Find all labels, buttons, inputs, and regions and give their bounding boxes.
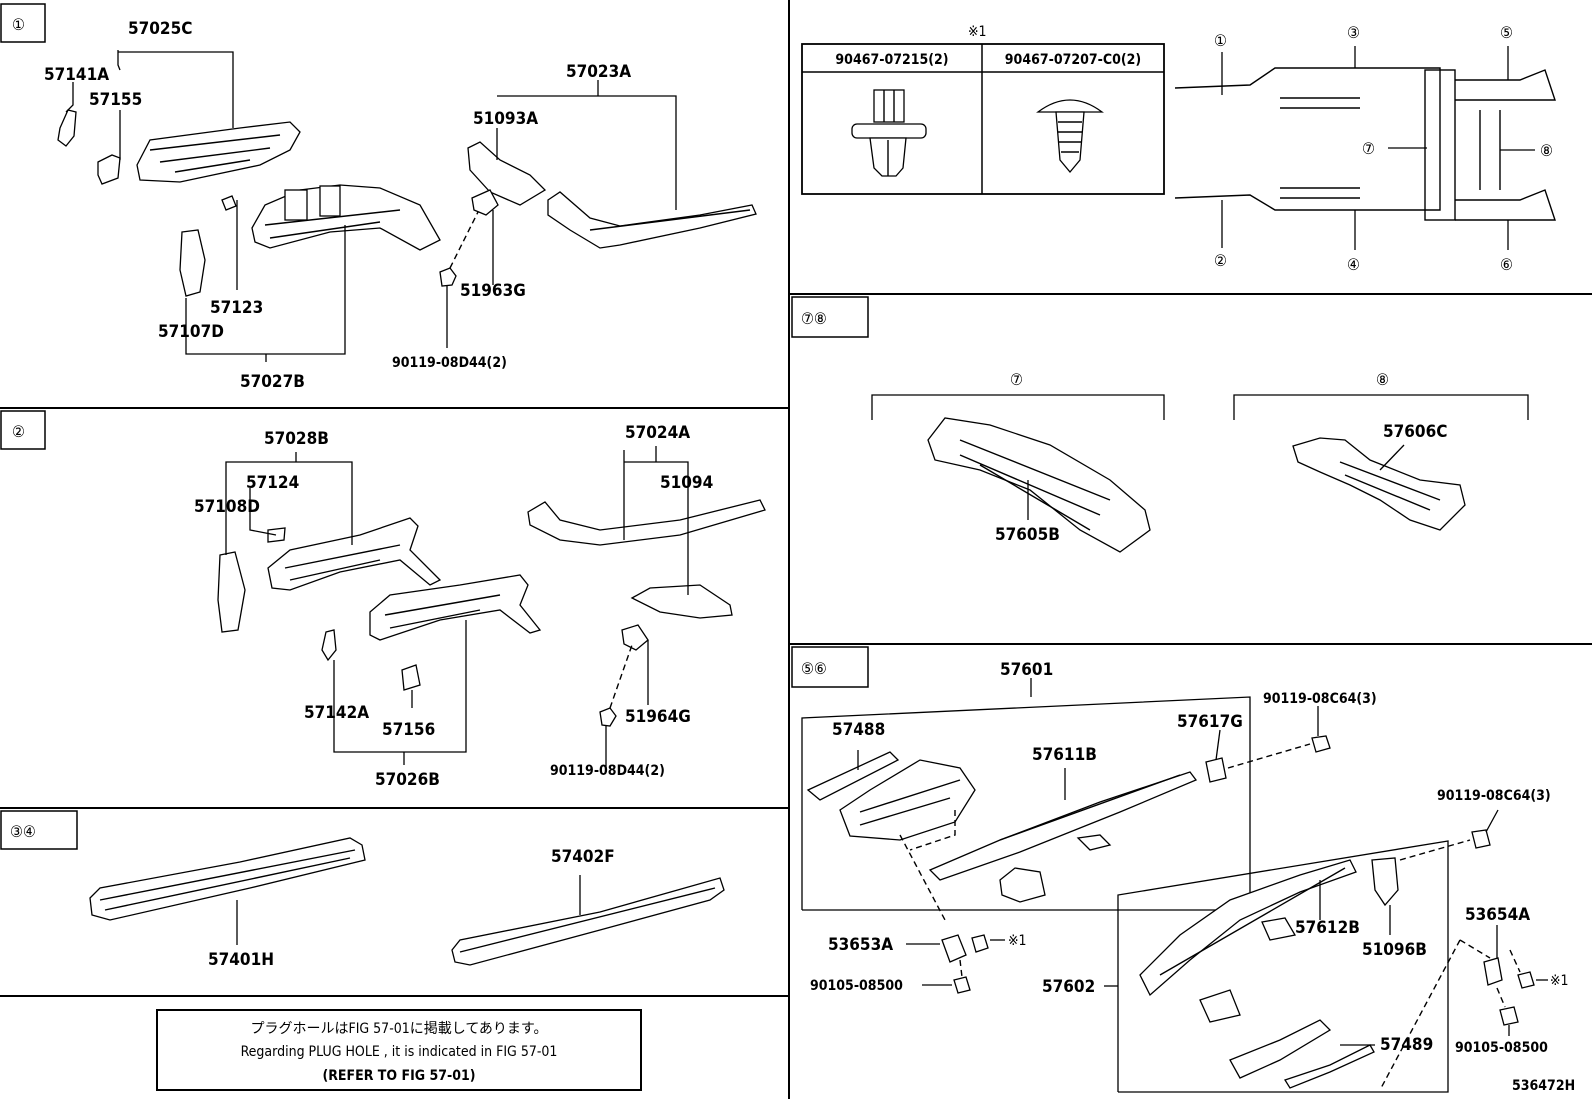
notice-box: プラグホールはFIG 57-01に掲載してあります。 Regarding PLU…: [156, 1009, 642, 1091]
label-57401H: 57401H: [208, 950, 274, 970]
overview-frame: ① ② ③ ④ ⑤ ⑥ ⑦ ⑧: [1174, 23, 1556, 274]
part-57026b-drawing: [369, 574, 542, 641]
label-57606C: 57606C: [1383, 422, 1447, 442]
clip-90467-07215-icon: [851, 89, 927, 177]
svg-text:②: ②: [1214, 251, 1227, 270]
section-78-parts: ⑦ ⑧ 57605B 57606C: [871, 370, 1529, 553]
fastener-note: ※1: [968, 24, 987, 40]
label-90119-08C64-a: 90119-08C64(3): [1263, 691, 1377, 707]
part-51093a-drawing: [467, 141, 547, 206]
label-90119-08C64-b: 90119-08C64(3): [1437, 788, 1551, 804]
svg-text:①: ①: [12, 15, 25, 34]
fastener-col1: 90467-07215(2): [835, 52, 948, 68]
notice-ref: (REFER TO FIG 57-01): [322, 1068, 475, 1084]
fastener-col2: 90467-07207-C0(2): [1005, 52, 1141, 68]
label-57602: 57602: [1042, 977, 1095, 997]
label-57142A: 57142A: [304, 703, 369, 723]
label-57123: 57123: [210, 298, 263, 318]
callout-x1-a: ※1: [1008, 933, 1027, 949]
figure-id: 536472H: [1512, 1078, 1575, 1094]
label-51093A: 51093A: [473, 109, 538, 129]
label-57617G: 57617G: [1177, 712, 1243, 732]
notice-en: Regarding PLUG HOLE , it is indicated in…: [241, 1044, 558, 1060]
part-57141a-drawing: [57, 109, 77, 147]
part-57611b-part1: [839, 759, 976, 841]
part-57155-drawing: [97, 154, 121, 185]
label-57402F: 57402F: [551, 847, 615, 867]
label-57124: 57124: [246, 473, 299, 493]
label-90105-08500-b: 90105-08500: [1455, 1040, 1548, 1056]
label-57156: 57156: [382, 720, 435, 740]
label-90119-08D44-b: 90119-08D44(2): [550, 763, 665, 779]
svg-text:⑦⑧: ⑦⑧: [801, 309, 827, 328]
label-90105-08500-a: 90105-08500: [810, 978, 903, 994]
label-57028B: 57028B: [264, 429, 329, 449]
label-57027B: 57027B: [240, 372, 305, 392]
part-57024a-drawing: [527, 499, 766, 546]
part-57401h-drawing: [89, 837, 366, 921]
svg-text:⑥: ⑥: [1500, 255, 1513, 274]
section-34-parts: 57401H 57402F: [89, 837, 725, 970]
svg-text:⑦: ⑦: [1362, 139, 1375, 158]
svg-text:⑧: ⑧: [1376, 370, 1389, 389]
part-51096b-drawing: [1371, 857, 1399, 907]
label-57108D: 57108D: [194, 497, 260, 517]
part-57617g-drawing: [1205, 757, 1227, 783]
svg-text:③④: ③④: [10, 822, 36, 841]
clip-90467-07207-icon: [1036, 99, 1104, 174]
part-57108d-drawing: [217, 551, 246, 633]
label-51964G: 51964G: [625, 707, 691, 727]
label-57155: 57155: [89, 90, 142, 110]
section-marker-2: ②: [0, 410, 46, 450]
label-57611B: 57611B: [1032, 745, 1097, 765]
label-57489: 57489: [1380, 1035, 1433, 1055]
section-56-parts: 57601 57488 57611B 57617G 90119-08C64(3)…: [801, 660, 1569, 1093]
section-2-parts: 57028B 57124 57108D 57024A 51094 57142A …: [194, 423, 766, 790]
part-57027b-drawing: [251, 184, 441, 251]
label-57605B: 57605B: [995, 525, 1060, 545]
svg-text:③: ③: [1347, 23, 1360, 42]
part-57605b-drawing: [927, 417, 1151, 553]
part-57402f-drawing: [451, 877, 725, 966]
label-57141A: 57141A: [44, 65, 109, 85]
svg-text:②: ②: [12, 422, 25, 441]
section-marker-1: ①: [0, 3, 46, 43]
label-57024A: 57024A: [625, 423, 690, 443]
fastener-table: ※1 90467-07215(2) 90467-07207-C0(2): [801, 24, 1165, 195]
part-57488-drawing: [806, 751, 900, 801]
part-57025c-drawing: [136, 121, 301, 183]
svg-text:⑤: ⑤: [1500, 23, 1513, 42]
label-57025C: 57025C: [128, 19, 192, 39]
section-marker-34: ③④: [0, 810, 78, 850]
svg-text:⑧: ⑧: [1540, 141, 1553, 160]
section-1-parts: 57025C 57141A 57155 57023A 51093A 51963G…: [44, 19, 757, 392]
part-57606c-drawing: [1292, 437, 1466, 531]
callout-x1-b: ※1: [1550, 973, 1569, 989]
label-57107D: 57107D: [158, 322, 224, 342]
label-57026B: 57026B: [375, 770, 440, 790]
part-57107d-drawing: [179, 229, 206, 297]
svg-text:⑦: ⑦: [1010, 370, 1023, 389]
label-57612B: 57612B: [1295, 918, 1360, 938]
label-53653A: 53653A: [828, 935, 893, 955]
svg-text:④: ④: [1347, 255, 1360, 274]
part-51094-drawing: [630, 584, 733, 619]
notice-jp: プラグホールはFIG 57-01に掲載してあります。: [250, 1021, 547, 1037]
label-90119-08D44-a: 90119-08D44(2): [392, 355, 507, 371]
label-51094: 51094: [660, 473, 713, 493]
label-53654A: 53654A: [1465, 905, 1530, 925]
svg-text:①: ①: [1214, 31, 1227, 50]
section-marker-56: ⑤⑥: [791, 646, 869, 688]
label-57023A: 57023A: [566, 62, 631, 82]
label-51963G: 51963G: [460, 281, 526, 301]
part-57023a-drawing: [547, 191, 757, 249]
label-57488: 57488: [832, 720, 885, 740]
svg-text:⑤⑥: ⑤⑥: [801, 659, 827, 678]
section-marker-78: ⑦⑧: [791, 296, 869, 338]
label-57601: 57601: [1000, 660, 1053, 680]
label-51096B: 51096B: [1362, 940, 1427, 960]
